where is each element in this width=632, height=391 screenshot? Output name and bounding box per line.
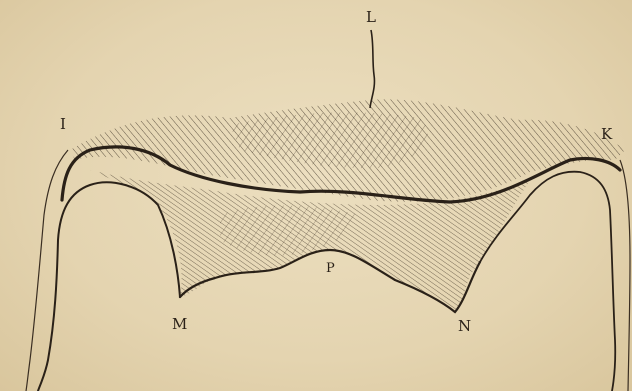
outer-left-edge: [26, 150, 68, 391]
label-K: K: [601, 127, 612, 142]
left-cavity-outline: [38, 182, 180, 391]
label-L: L: [366, 10, 376, 25]
label-N: N: [458, 319, 471, 334]
outer-right-edge: [620, 160, 630, 391]
label-I: I: [60, 117, 66, 132]
label-L-leader-line: [370, 30, 374, 108]
label-P: P: [326, 262, 335, 275]
label-M: M: [172, 317, 187, 332]
